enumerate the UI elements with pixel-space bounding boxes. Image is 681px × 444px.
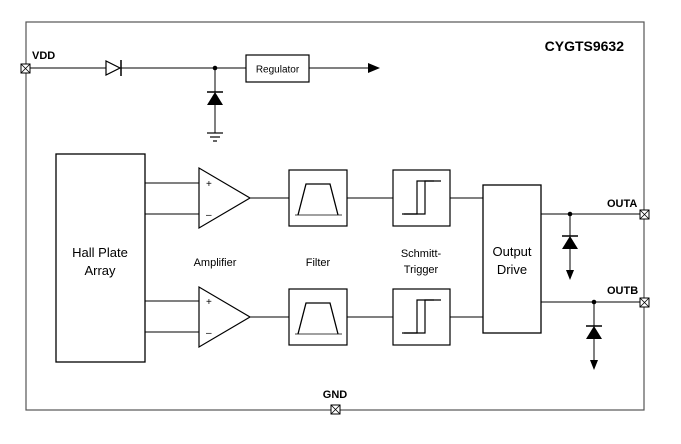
gnd-label: GND [323, 389, 348, 401]
filter-a-bandpass-icon [295, 183, 342, 216]
outb-arrow-icon [590, 360, 598, 370]
outa-arrow-icon [566, 270, 574, 280]
outa-diode-icon [562, 235, 578, 249]
output-drive-label-line2: Drive [497, 262, 527, 277]
amp-a-plus: + [206, 179, 212, 190]
amp-b-minus: – [206, 328, 212, 339]
schmitt-label-line1: Schmitt- [401, 248, 442, 260]
regulator-label: Regulator [256, 65, 300, 76]
vdd-label: VDD [32, 50, 55, 62]
schmitt-label-line2: Trigger [404, 264, 439, 276]
amplifier-a-icon [198, 166, 252, 230]
gnd-pin-icon[interactable] [330, 404, 341, 415]
schmitt-b-hysteresis-icon [402, 299, 441, 334]
supply-diode-icon [105, 60, 122, 76]
part-number: CYGTS9632 [545, 38, 625, 54]
amp-b-plus: + [206, 297, 212, 308]
filter-b-bandpass-icon [295, 302, 342, 335]
clamp-diode-icon [207, 91, 223, 105]
hall-plate-label-line2: Array [84, 263, 116, 278]
outa-pin-icon[interactable] [639, 209, 650, 220]
regulator-block [245, 54, 310, 83]
outa-label: OUTA [607, 198, 637, 210]
filter-a-block [288, 169, 348, 227]
output-drive-label-line1: Output [492, 244, 531, 259]
schmitt-trigger-b-block [392, 288, 451, 346]
vdd-pin-icon[interactable] [20, 63, 31, 74]
schmitt-a-hysteresis-icon [402, 180, 441, 215]
amp-a-minus: – [206, 210, 212, 221]
output-drive-block [482, 184, 542, 334]
regulator-arrow-icon [368, 63, 380, 73]
filter-label: Filter [306, 257, 331, 269]
filter-b-block [288, 288, 348, 346]
outb-diode-icon [586, 325, 602, 339]
outb-label: OUTB [607, 285, 638, 297]
ground-icon [207, 132, 223, 142]
amplifier-b-icon [198, 285, 252, 349]
hall-plate-label-line1: Hall Plate [72, 245, 128, 260]
amplifier-label: Amplifier [194, 257, 237, 269]
hall-plate-array-block [55, 153, 146, 363]
schmitt-trigger-a-block [392, 169, 451, 227]
outb-pin-icon[interactable] [639, 297, 650, 308]
